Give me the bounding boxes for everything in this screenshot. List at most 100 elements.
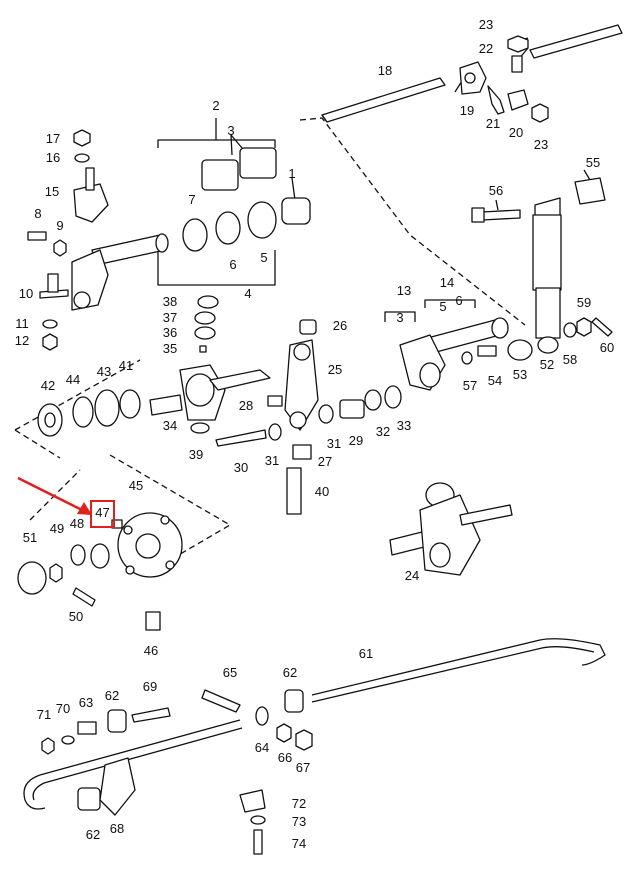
label-part-35: 35 bbox=[162, 341, 178, 356]
bushing-53 bbox=[507, 339, 533, 361]
part-29 bbox=[339, 399, 365, 419]
label-part-6: 6 bbox=[229, 257, 237, 272]
label-part-24: 24 bbox=[404, 568, 420, 583]
label-part-62-middle: 62 bbox=[104, 688, 120, 703]
label-part-3: 3 bbox=[227, 123, 235, 138]
bushing-1 bbox=[281, 197, 311, 225]
bracket-68 bbox=[99, 757, 136, 816]
knuckle-assembly-24 bbox=[389, 482, 513, 576]
label-part-67: 67 bbox=[295, 760, 311, 775]
ring-5 bbox=[247, 201, 277, 239]
link-25 bbox=[284, 339, 319, 431]
label-part-70: 70 bbox=[55, 701, 71, 716]
label-part-55: 55 bbox=[585, 155, 601, 170]
part-27 bbox=[292, 444, 312, 460]
label-part-34: 34 bbox=[162, 418, 178, 433]
label-part-15: 15 bbox=[44, 184, 60, 199]
label-part-3b: 3 bbox=[396, 310, 404, 325]
label-part-18: 18 bbox=[377, 63, 393, 78]
seal-7 bbox=[182, 218, 208, 252]
shock-52 bbox=[532, 197, 562, 354]
label-part-48: 48 bbox=[69, 516, 85, 531]
label-part-61: 61 bbox=[358, 646, 374, 661]
pin-60 bbox=[591, 317, 613, 337]
label-part-62-bottom: 62 bbox=[85, 827, 101, 842]
part-38 bbox=[197, 295, 219, 309]
label-part-36: 36 bbox=[162, 325, 178, 340]
label-part-58: 58 bbox=[562, 352, 578, 367]
label-part-54: 54 bbox=[487, 373, 503, 388]
label-part-40: 40 bbox=[314, 484, 330, 499]
label-part-72: 72 bbox=[291, 796, 307, 811]
label-part-10: 10 bbox=[18, 286, 34, 301]
label-part-68: 68 bbox=[109, 821, 125, 836]
label-part-42: 42 bbox=[40, 378, 56, 393]
washer-31b bbox=[318, 404, 334, 424]
label-part-39: 39 bbox=[188, 447, 204, 462]
label-part-59: 59 bbox=[576, 295, 592, 310]
knuckle-34 bbox=[149, 364, 271, 421]
label-part-4: 4 bbox=[244, 286, 252, 301]
race-41 bbox=[119, 389, 141, 419]
nut-49 bbox=[49, 563, 63, 583]
label-part-49: 49 bbox=[49, 521, 65, 536]
nut-23-top bbox=[507, 35, 529, 53]
bolt-56 bbox=[481, 209, 521, 221]
stud-47 bbox=[111, 519, 123, 529]
bushing-3b bbox=[239, 147, 277, 179]
bushing-3a bbox=[201, 159, 239, 191]
label-part-64: 64 bbox=[254, 740, 270, 755]
nut-59 bbox=[576, 317, 592, 337]
bolt-10 bbox=[39, 289, 69, 299]
label-part-19: 19 bbox=[459, 103, 475, 118]
label-part-22: 22 bbox=[478, 41, 494, 56]
label-part-44: 44 bbox=[65, 372, 81, 387]
bushing-62a bbox=[284, 689, 304, 713]
label-part-12: 12 bbox=[14, 333, 30, 348]
hub-45 bbox=[117, 512, 183, 578]
label-part-9: 9 bbox=[56, 218, 64, 233]
highlight-box-part-47: 47 bbox=[90, 500, 115, 528]
label-part-2: 2 bbox=[212, 98, 220, 113]
label-part-73: 73 bbox=[291, 814, 307, 829]
nut-71 bbox=[41, 737, 55, 755]
washer-31a bbox=[268, 423, 282, 441]
bolt-69 bbox=[131, 707, 171, 723]
bushing-62b bbox=[107, 709, 127, 733]
anti-roll-bar-61 bbox=[311, 638, 606, 703]
label-part-71: 71 bbox=[36, 707, 52, 722]
label-part-27: 27 bbox=[317, 454, 333, 469]
label-part-51: 51 bbox=[22, 530, 38, 545]
label-part-16: 16 bbox=[45, 150, 61, 165]
label-part-41: 41 bbox=[118, 358, 134, 373]
label-part-63: 63 bbox=[78, 695, 94, 710]
label-part-62-right: 62 bbox=[282, 665, 298, 680]
label-part-60: 60 bbox=[599, 340, 615, 355]
bolt-22 bbox=[511, 55, 523, 73]
label-part-33: 33 bbox=[396, 418, 412, 433]
ring-32 bbox=[364, 389, 382, 411]
bushing-26 bbox=[299, 319, 317, 335]
label-part-17: 17 bbox=[45, 131, 61, 146]
anti-roll-bar-lower bbox=[23, 719, 243, 810]
ring-6 bbox=[215, 211, 241, 245]
label-part-8: 8 bbox=[34, 206, 42, 221]
bracket-13-14 bbox=[384, 299, 476, 322]
washer-48 bbox=[70, 544, 86, 566]
label-part-57: 57 bbox=[462, 378, 478, 393]
part-35 bbox=[199, 345, 207, 353]
label-part-45: 45 bbox=[128, 478, 144, 493]
bolt-21 bbox=[487, 85, 505, 115]
bolt-65 bbox=[201, 689, 241, 713]
washer-39 bbox=[190, 422, 210, 434]
label-part-23-right: 23 bbox=[533, 137, 549, 152]
label-part-53: 53 bbox=[512, 367, 528, 382]
label-part-13: 13 bbox=[396, 283, 412, 298]
label-part-37: 37 bbox=[162, 310, 178, 325]
label-part-20: 20 bbox=[508, 125, 524, 140]
label-part-14: 14 bbox=[439, 275, 455, 290]
label-part-74: 74 bbox=[291, 836, 307, 851]
label-part-65: 65 bbox=[222, 665, 238, 680]
label-part-66: 66 bbox=[277, 750, 293, 765]
